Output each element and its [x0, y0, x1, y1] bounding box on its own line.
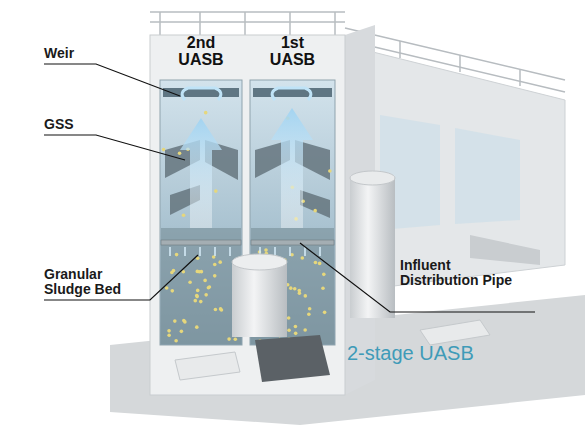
- overflow-arrows: [182, 88, 311, 100]
- granule: [182, 213, 186, 217]
- granule: [195, 294, 199, 298]
- granule: [234, 337, 238, 341]
- distribution-pipe: [161, 240, 241, 245]
- leader-lines: [44, 64, 535, 312]
- granule: [197, 270, 201, 274]
- callout-label: Influent Distribution Pipe: [400, 258, 520, 288]
- granule: [173, 319, 177, 323]
- granule: [294, 332, 298, 336]
- granule: [318, 262, 322, 266]
- window: [455, 128, 520, 224]
- granule: [214, 189, 218, 193]
- granule: [323, 311, 327, 315]
- callout-label: Granular Sludge Bed: [44, 267, 144, 297]
- granule: [180, 330, 184, 334]
- granule: [298, 291, 302, 295]
- granule: [208, 285, 212, 289]
- equipment-block: [420, 320, 490, 345]
- reactor-title: 2nd UASB: [176, 34, 226, 68]
- granule: [193, 299, 197, 303]
- granule: [165, 286, 169, 290]
- callout-label: Weir: [44, 46, 104, 61]
- reactor-block: [150, 35, 345, 395]
- granule: [214, 308, 218, 312]
- granule: [174, 339, 178, 343]
- granule: [219, 307, 223, 311]
- granule: [204, 111, 208, 115]
- granule: [303, 328, 307, 332]
- granule: [314, 261, 318, 265]
- granule: [175, 253, 179, 257]
- granule: [195, 325, 199, 329]
- upflow-arrow: [271, 108, 313, 228]
- granule: [188, 280, 192, 284]
- pit: [255, 335, 330, 382]
- granule: [313, 209, 317, 213]
- granule: [196, 289, 200, 293]
- cylinder-tank: [232, 262, 287, 337]
- granule: [213, 263, 217, 267]
- upflow-arrow: [180, 118, 222, 228]
- granule: [178, 151, 182, 155]
- granule: [300, 256, 304, 260]
- granule: [307, 312, 311, 316]
- distribution-pipe: [251, 240, 334, 245]
- tank-2: [160, 80, 242, 345]
- granule: [328, 169, 332, 173]
- cylinder-top: [232, 254, 287, 270]
- granule: [227, 337, 231, 341]
- granule: [294, 325, 298, 329]
- granule: [308, 307, 312, 311]
- granule: [213, 274, 217, 278]
- diagram-caption: 2-stage UASB: [347, 342, 474, 365]
- cylinder-tank: [350, 178, 395, 318]
- gss-plates: [165, 140, 330, 218]
- granule: [218, 260, 222, 264]
- granule: [204, 293, 208, 297]
- granule: [290, 253, 294, 257]
- granule: [167, 333, 171, 337]
- granule: [321, 286, 325, 290]
- sludge-bed: [161, 228, 241, 344]
- granule: [203, 279, 207, 283]
- granule: [195, 295, 199, 299]
- reactor-title: 1st UASB: [268, 34, 318, 68]
- granule: [172, 269, 176, 273]
- reactor-tank: 1st UASB: [250, 34, 335, 345]
- granule: [170, 289, 174, 293]
- granule: [322, 273, 326, 277]
- granule: [182, 319, 186, 323]
- granule: [162, 148, 166, 152]
- granule: [264, 248, 268, 252]
- granules: [162, 111, 332, 343]
- reactor-tank: 2nd UASB: [160, 34, 242, 345]
- pipe-block: [470, 235, 540, 265]
- granule: [303, 294, 307, 298]
- callout-label: GSS: [44, 117, 104, 132]
- granule: [167, 329, 171, 333]
- granule: [289, 286, 293, 290]
- granule: [287, 316, 291, 320]
- granule: [199, 300, 203, 304]
- down-arrows: [170, 247, 320, 256]
- granule: [287, 328, 291, 332]
- cylinder-top: [350, 171, 395, 185]
- stairs: [175, 352, 240, 380]
- granule: [293, 287, 297, 291]
